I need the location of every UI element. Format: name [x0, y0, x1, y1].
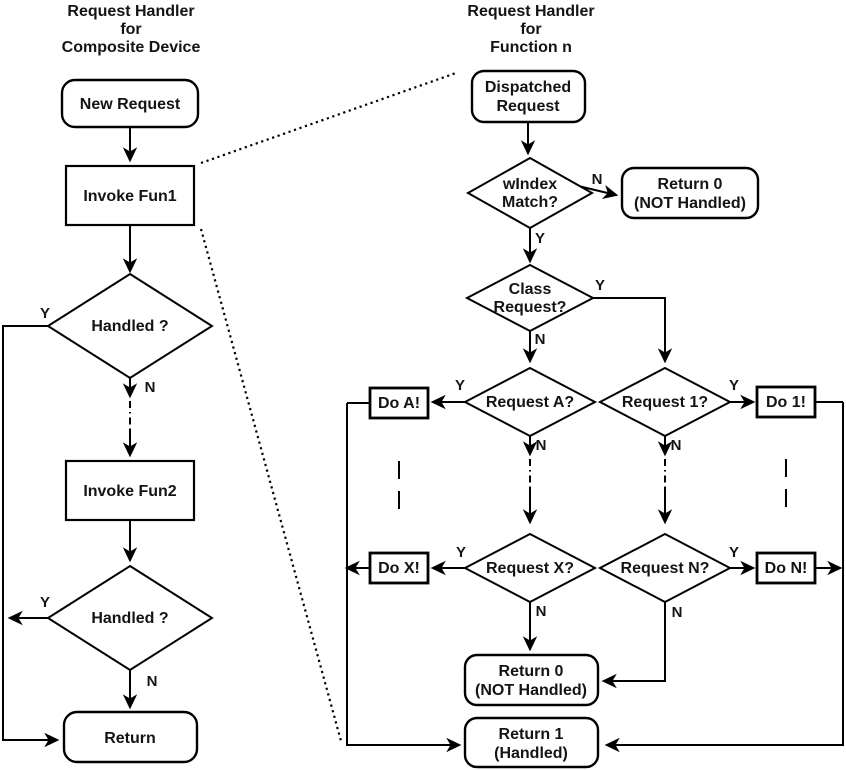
branch-request-1-no-label: N: [671, 437, 682, 454]
node-do-1: [755, 385, 817, 419]
node-return0-top-line1: Return 0: [658, 176, 723, 193]
node-request-x-label: Request X?: [486, 560, 574, 577]
node-request-n-label: Request N?: [621, 560, 710, 577]
node-handled1-label: Handled ?: [91, 318, 168, 335]
node-dispatched-request-line2: Request: [496, 98, 560, 115]
node-handled2-diamond: [46, 564, 214, 672]
left-rail-to-return1: [346, 403, 462, 753]
node-return-label: Return: [104, 730, 156, 747]
node-windex-match-diamond: [465, 156, 595, 230]
node-return: [62, 710, 199, 764]
node-do-1-label: Do 1!: [766, 394, 806, 411]
node-class-request-diamond: [464, 263, 596, 333]
node-do-a: [368, 386, 430, 420]
node-windex-match-line2: Match?: [502, 194, 558, 211]
zoom-indicator-line-top: [200, 71, 457, 165]
branch-handled2-yes-label: Y: [40, 594, 50, 611]
node-request-n-diamond: [597, 532, 733, 604]
branch-handled2-no-label: N: [147, 673, 158, 690]
node-return0-bottom: [463, 653, 600, 707]
node-windex-match-line1: wIndex: [502, 176, 557, 193]
right-title-line1: Request Handler: [467, 3, 594, 20]
node-handled1-diamond: [46, 272, 214, 380]
node-return0-top-line2: (NOT Handled): [634, 195, 746, 212]
edge-handled1-yes-rail-to-return: [2, 325, 60, 748]
right-title-line2: for: [520, 21, 541, 38]
branch-request-n-yes-label: Y: [729, 544, 739, 561]
node-invoke-fun2-label: Invoke Fun2: [83, 483, 176, 500]
node-class-request-line1: Class: [509, 281, 552, 298]
node-request-1-diamond: [597, 366, 733, 438]
node-invoke-fun2: [64, 459, 196, 522]
node-new-request-label: New Request: [80, 96, 181, 113]
left-flowchart: Request Handler for Composite Device New…: [2, 3, 214, 764]
node-do-n: [755, 551, 817, 585]
branch-windex-yes-label: Y: [535, 230, 545, 247]
branch-handled1-no-label: N: [145, 379, 156, 396]
node-request-x-diamond: [462, 532, 598, 604]
node-new-request: [60, 78, 200, 129]
node-do-n-label: Do N!: [765, 560, 808, 577]
branch-class-yes-label: Y: [595, 277, 605, 294]
zoom-indicator-line-bottom: [199, 228, 343, 742]
node-request-1-label: Request 1?: [622, 394, 708, 411]
right-title-line3: Function n: [490, 39, 572, 56]
left-title-line2: for: [120, 21, 141, 38]
node-do-x: [368, 551, 430, 585]
branch-handled1-yes-label: Y: [40, 305, 50, 322]
branch-request-a-yes-label: Y: [455, 377, 465, 394]
node-return1-line1: Return 1: [499, 726, 564, 743]
node-request-a-label: Request A?: [486, 394, 574, 411]
branch-request-x-no-label: N: [536, 603, 547, 620]
left-title-line1: Request Handler: [67, 3, 194, 20]
edge-class-yes-to-request1: [593, 297, 673, 364]
node-return0-top: [620, 166, 760, 220]
node-request-a-diamond: [462, 366, 598, 438]
node-dispatched-request-line1: Dispatched: [485, 79, 571, 96]
left-title-line3: Composite Device: [62, 39, 201, 56]
node-return0-bottom-line1: Return 0: [499, 663, 564, 680]
branch-request-n-no-label: N: [672, 604, 683, 621]
node-return1: [463, 716, 600, 769]
edge-requestn-no-to-return0: [601, 602, 666, 689]
node-do-x-label: Do X!: [378, 560, 420, 577]
node-return0-bottom-line2: (NOT Handled): [475, 682, 587, 699]
branch-request-a-no-label: N: [536, 437, 547, 454]
node-do-a-label: Do A!: [378, 395, 420, 412]
node-dispatched-request: [470, 69, 587, 124]
branch-windex-no-label: N: [592, 171, 603, 188]
node-return1-line2: (Handled): [494, 745, 568, 762]
node-invoke-fun1: [64, 164, 196, 227]
right-flowchart: Request Handler for Function n Dispatche…: [344, 3, 844, 769]
node-invoke-fun1-label: Invoke Fun1: [83, 188, 176, 205]
branch-class-no-label: N: [535, 331, 546, 348]
branch-request-x-yes-label: Y: [456, 544, 466, 561]
branch-request-1-yes-label: Y: [729, 377, 739, 394]
node-handled2-label: Handled ?: [91, 610, 168, 627]
node-class-request-line2: Request?: [494, 299, 567, 316]
right-rail-to-return1: [604, 402, 844, 753]
